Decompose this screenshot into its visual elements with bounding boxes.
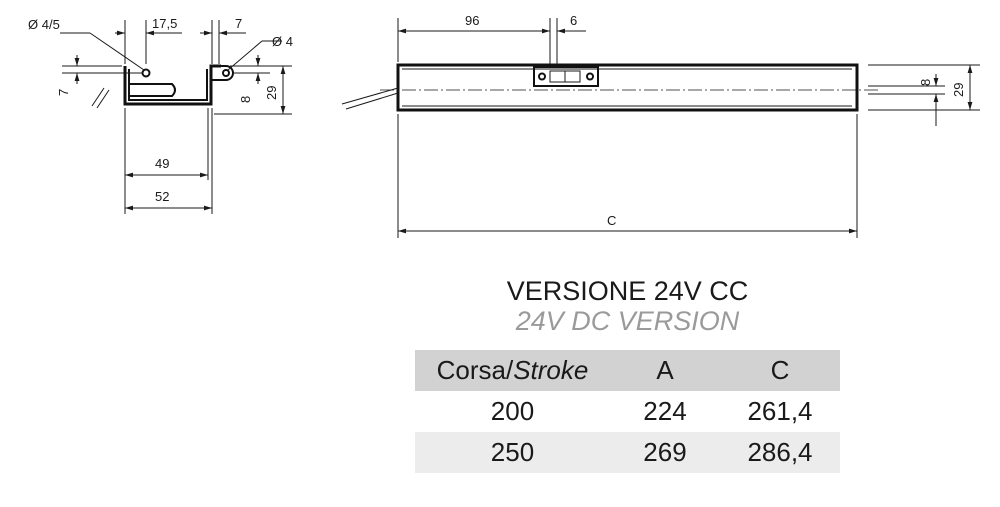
cell-a: 224 (643, 396, 687, 426)
table-row: 250 269 286,4 (415, 432, 840, 473)
top-height-label: 29 (951, 83, 966, 97)
cell-a: 269 (643, 437, 687, 467)
mounting-hole-icon (141, 68, 151, 78)
table-row: 200 224 261,4 (415, 391, 840, 432)
cell-stroke: 200 (490, 396, 535, 426)
side-view: Ø 4/5 17,5 7 Ø 4 7 8 29 (28, 16, 293, 214)
cell-c: 261,4 (747, 396, 813, 426)
outer-width-label: 52 (155, 189, 169, 204)
header-a: A (656, 355, 674, 385)
position-label: 96 (465, 13, 479, 28)
offset-label: 17,5 (152, 16, 177, 31)
cell-c: 286,4 (747, 437, 813, 467)
header-c: C (770, 355, 790, 385)
left-height-label: 7 (56, 89, 71, 96)
pin-diameter-label: Ø 4 (272, 34, 293, 49)
pin-hole-icon (222, 69, 230, 77)
pin-bracket (533, 66, 599, 87)
cell-stroke: 250 (490, 437, 535, 467)
table-header-row: Corsa/Stroke A C (415, 350, 840, 391)
header-stroke: Corsa/Stroke (436, 355, 589, 385)
tab-width-label: 7 (235, 16, 242, 31)
bracket-hole-right-icon (586, 72, 594, 81)
inner-width-label: 49 (155, 156, 169, 171)
version-subtitle: 24V DC VERSION (515, 306, 740, 336)
actuator-body (396, 63, 859, 112)
pin-offset-label: 8 (238, 96, 253, 103)
hole-diameter-label: Ø 4/5 (28, 17, 60, 32)
inner-height-label: 8 (918, 79, 933, 86)
bracket-hole-left-icon (538, 72, 546, 81)
version-heading: VERSIONE 24V CC 24V DC VERSION (415, 276, 840, 336)
top-view: 96 6 8 29 C (341, 13, 980, 238)
dimensions-table: Corsa/Stroke A C 200 224 261,4 250 269 2… (415, 350, 840, 473)
technical-drawing: Ø 4/5 17,5 7 Ø 4 7 8 29 (28, 13, 980, 238)
side-height-label: 29 (264, 86, 279, 100)
version-title: VERSIONE 24V CC (506, 276, 749, 306)
length-label: C (607, 213, 616, 228)
slot-width-label: 6 (570, 13, 577, 28)
